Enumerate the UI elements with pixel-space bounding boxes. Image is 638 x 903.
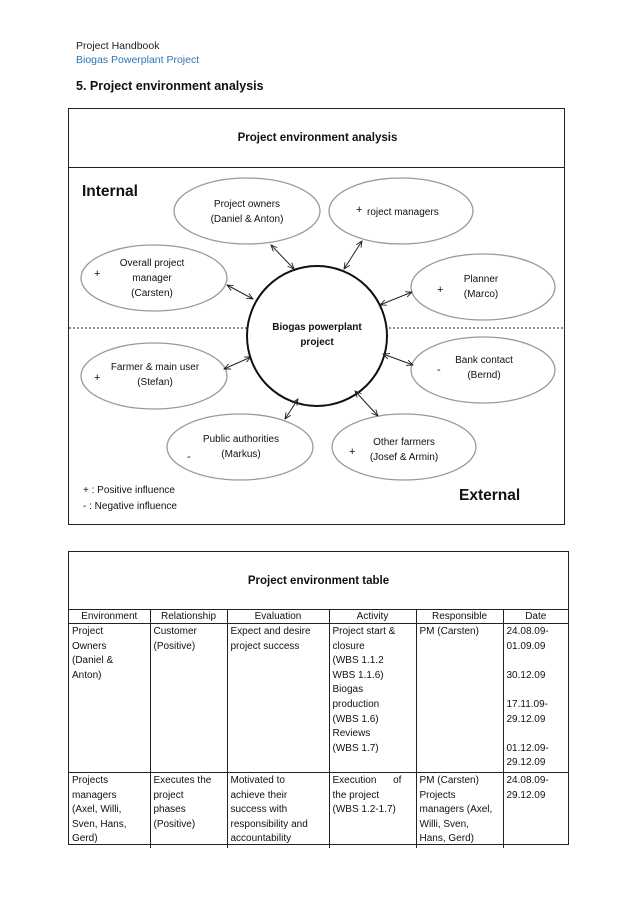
- ellipse-authorities: [166, 413, 314, 481]
- center-node: Biogas powerplant project: [267, 320, 367, 350]
- node-label: Bank contact: [455, 355, 513, 366]
- ellipse-farmer: [80, 342, 228, 410]
- sign-authorities: -: [187, 451, 191, 463]
- diagram-graphics: [69, 177, 564, 481]
- node-label: Other farmers: [373, 437, 435, 448]
- arrow-planner: [380, 292, 412, 305]
- cell-environment: Projects managers (Axel, Willi, Sven, Ha…: [69, 771, 151, 848]
- environment-table: Environment Relationship Evaluation Acti…: [69, 609, 568, 848]
- column-header: Relationship: [149, 609, 228, 624]
- table-title: Project environment table: [247, 575, 390, 587]
- arrow-authorities: [285, 399, 298, 419]
- arrow-farmer: [224, 356, 251, 370]
- cell-activity: Execution of the project (WBS 1.2-1.7): [328, 771, 417, 848]
- table-row: Projects managers (Axel, Willi, Sven, Ha…: [69, 771, 568, 848]
- ellipse-overall-pm: [80, 244, 228, 312]
- header-document-title: Project Handbook: [76, 40, 160, 52]
- ellipse-other-farmers: [331, 413, 477, 481]
- sign-bank: -: [437, 364, 441, 376]
- node-label: Farmer & main user: [110, 362, 200, 373]
- environment-analysis-diagram: Project environment analysis Internal Ex…: [68, 108, 565, 525]
- node-label: manager: [132, 273, 172, 284]
- node-label: roject managers: [367, 207, 439, 218]
- cell-evaluation: Motivated to achieve their success with …: [226, 771, 330, 848]
- arrow-other-farmers: [355, 391, 378, 416]
- arrow-overall-pm: [227, 285, 253, 299]
- cell-date: 24.08.09- 29.12.09: [502, 771, 568, 848]
- node-label: (Daniel & Anton): [210, 214, 284, 225]
- node-label: Project owners: [213, 199, 281, 210]
- sign-planner: +: [437, 284, 444, 296]
- ellipse-project-managers: [328, 177, 474, 245]
- cell-date: 24.08.09- 01.09.09 30.12.09 17.11.09- 29…: [502, 623, 568, 773]
- node-label: Planner: [463, 274, 499, 285]
- cell-activity: Project start & closure (WBS 1.1.2 WBS 1…: [328, 623, 417, 773]
- node-label: (Stefan): [137, 377, 173, 388]
- column-header: Evaluation: [226, 609, 330, 624]
- internal-label: Internal: [82, 183, 138, 200]
- node-project-managers: roject managers: [367, 205, 457, 220]
- column-header: Environment: [69, 609, 151, 624]
- center-node-line2: project: [300, 337, 334, 348]
- cell-relationship: Executes the project phases (Positive): [149, 771, 228, 848]
- node-label: (Marco): [463, 289, 499, 300]
- node-planner: Planner (Marco): [451, 272, 511, 302]
- section-title: 5. Project environment analysis: [76, 79, 264, 93]
- cell-evaluation: Expect and desire project success: [226, 623, 330, 773]
- node-project-owners: Project owners (Daniel & Anton): [187, 197, 307, 227]
- sign-other-farmers: +: [349, 446, 356, 458]
- sign-overall-pm: +: [94, 268, 101, 280]
- node-label: Public authorities: [202, 434, 280, 445]
- external-label: External: [459, 487, 521, 504]
- cell-environment: Project Owners (Daniel & Anton): [69, 623, 151, 773]
- legend-positive: + : Positive influence: [83, 485, 175, 496]
- header-project-name: Biogas Powerplant Project: [76, 54, 200, 66]
- table-row: Project Owners (Daniel & Anton) Customer…: [69, 623, 568, 773]
- node-label: (Markus): [221, 449, 261, 460]
- node-label: Overall project: [119, 258, 185, 269]
- environment-table-box: Project environment table Environment Re…: [68, 551, 569, 848]
- diagram-title: Project environment analysis: [237, 132, 398, 144]
- table-header-row: Environment Relationship Evaluation Acti…: [69, 609, 568, 624]
- sign-project-managers: +: [356, 204, 363, 216]
- node-other-farmers: Other farmers (Josef & Armin): [359, 435, 449, 465]
- node-bank: Bank contact (Bernd): [444, 353, 524, 383]
- ellipse-planner: [410, 253, 556, 321]
- column-header: Responsible: [415, 609, 504, 624]
- legend-negative: - : Negative influence: [83, 501, 177, 512]
- node-label: (Josef & Armin): [369, 452, 439, 463]
- center-node-line1: Biogas powerplant: [272, 322, 362, 333]
- sign-farmer: +: [94, 372, 101, 384]
- node-overall-pm: Overall project manager (Carsten): [107, 256, 197, 301]
- node-farmer: Farmer & main user (Stefan): [102, 360, 208, 390]
- cell-relationship: Customer (Positive): [149, 623, 228, 773]
- arrow-project-owners: [271, 245, 294, 269]
- node-label: (Carsten): [131, 288, 173, 299]
- ellipse-bank: [410, 336, 556, 404]
- cell-responsible: PM (Carsten): [415, 623, 504, 773]
- arrow-bank: [383, 354, 413, 365]
- arrow-project-managers: [344, 241, 362, 269]
- ellipse-project-owners: [173, 177, 321, 245]
- cell-responsible: PM (Carsten) Projects managers (Axel, Wi…: [415, 771, 504, 848]
- node-label: (Bernd): [467, 370, 501, 381]
- diagram-title-separator: [69, 167, 564, 168]
- node-authorities: Public authorities (Markus): [186, 432, 296, 462]
- column-header: Date: [502, 609, 568, 624]
- column-header: Activity: [328, 609, 417, 624]
- center-circle: [246, 265, 388, 407]
